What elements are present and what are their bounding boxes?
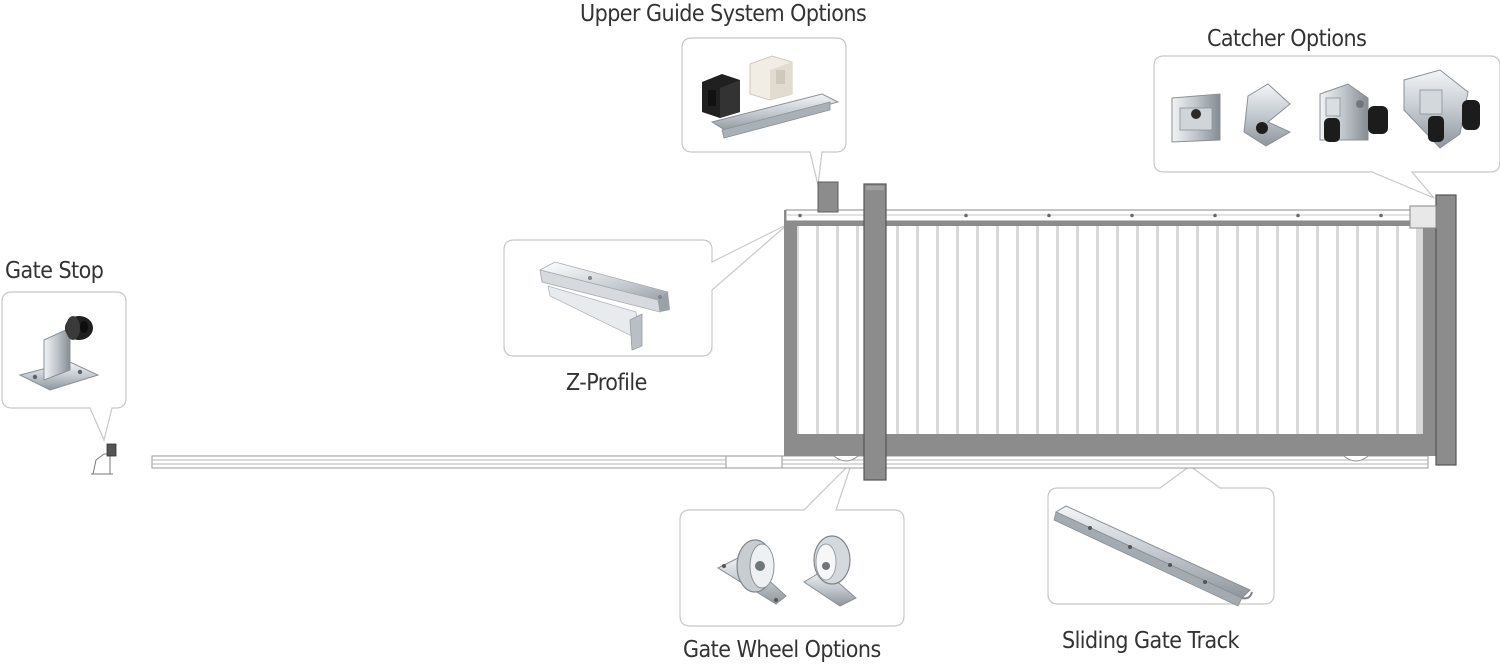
gate-stop-label: Gate Stop bbox=[5, 258, 104, 284]
rail-rivet bbox=[1379, 213, 1383, 218]
rail-rivet bbox=[1047, 213, 1051, 218]
gate-slat bbox=[799, 226, 816, 434]
gate-slat bbox=[1319, 226, 1336, 434]
gate-stop-ground bbox=[91, 443, 117, 475]
upper-guide-bracket bbox=[817, 181, 839, 213]
gate-slat bbox=[1299, 226, 1316, 434]
gate-slats bbox=[799, 226, 1416, 434]
gate-slat bbox=[1039, 226, 1056, 434]
catcher-icon bbox=[1171, 69, 1480, 149]
rail-rivet bbox=[1130, 213, 1134, 218]
gate-slat bbox=[1139, 226, 1156, 434]
top-rail-rivets bbox=[798, 213, 1383, 218]
gate-wheel-label: Gate Wheel Options bbox=[683, 637, 881, 663]
gate-slat bbox=[1059, 226, 1076, 434]
catcher-post bbox=[1409, 194, 1457, 466]
rail-rivet bbox=[1213, 213, 1217, 218]
upper-guide-icon bbox=[702, 55, 840, 139]
gate-slat bbox=[1399, 226, 1416, 434]
gate-slat bbox=[999, 226, 1016, 434]
track-joint bbox=[725, 455, 783, 469]
gate-wheel-callout bbox=[679, 461, 905, 627]
gate-slat bbox=[1219, 226, 1236, 434]
track-callout bbox=[1047, 465, 1275, 605]
rail-rivet bbox=[1296, 213, 1300, 218]
gate-slat bbox=[1199, 226, 1216, 434]
gate-wheel-icon bbox=[716, 535, 857, 607]
gate-slat bbox=[1099, 226, 1116, 434]
z-profile-label: Z-Profile bbox=[566, 370, 647, 396]
z-profile-icon bbox=[538, 261, 670, 351]
gate-slat bbox=[839, 226, 856, 434]
gate-slat bbox=[1279, 226, 1296, 434]
gate-slat bbox=[1379, 226, 1396, 434]
gate-slat bbox=[1119, 226, 1136, 434]
catcher-label: Catcher Options bbox=[1207, 26, 1367, 52]
gate-slat bbox=[1259, 226, 1276, 434]
gate-slat bbox=[1339, 226, 1356, 434]
guide-post bbox=[863, 183, 887, 481]
upper-guide-label: Upper Guide System Options bbox=[580, 1, 867, 27]
gate-slat bbox=[899, 226, 916, 434]
gate-slat bbox=[1019, 226, 1036, 434]
gate-slat bbox=[1239, 226, 1256, 434]
gate-slat bbox=[1179, 226, 1196, 434]
gate-slat bbox=[1359, 226, 1376, 434]
gate-slat bbox=[939, 226, 956, 434]
gate-panel bbox=[784, 209, 1437, 462]
gate-slat bbox=[979, 226, 996, 434]
gate-slat bbox=[1159, 226, 1176, 434]
gate-slat bbox=[959, 226, 976, 434]
gate-slat bbox=[819, 226, 836, 434]
track-label: Sliding Gate Track bbox=[1062, 628, 1240, 654]
track-icon bbox=[1053, 505, 1253, 607]
gate-slat bbox=[1079, 226, 1096, 434]
rail-rivet bbox=[798, 213, 802, 218]
rail-rivet bbox=[964, 213, 968, 218]
gate-stop-icon bbox=[18, 316, 100, 391]
gate-slat bbox=[919, 226, 936, 434]
ground-track bbox=[151, 455, 1429, 469]
